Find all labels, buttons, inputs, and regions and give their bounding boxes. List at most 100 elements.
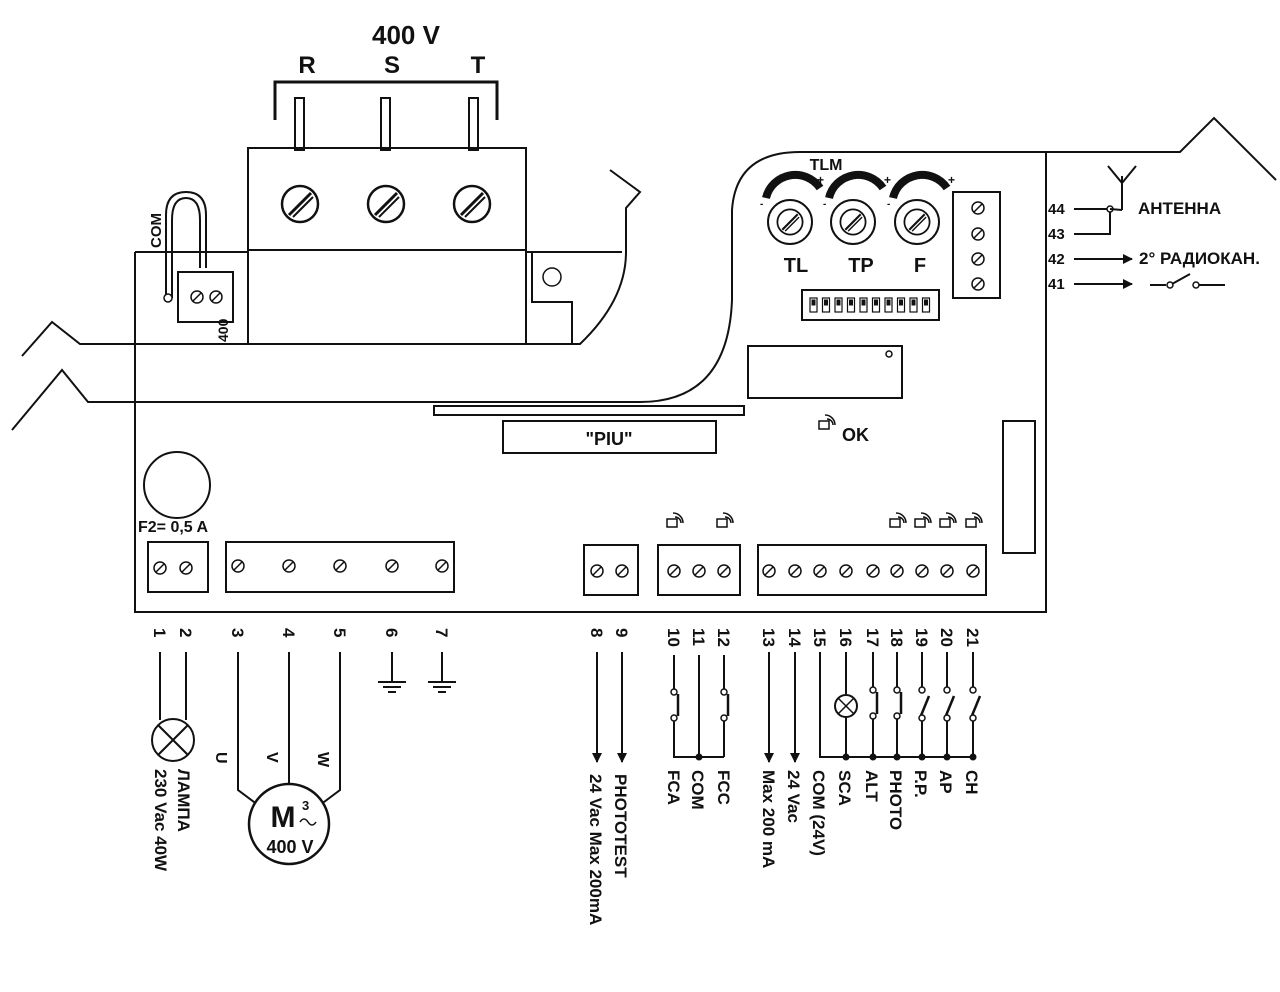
aux-spec-label: Max 200 mA <box>759 770 778 868</box>
status-led-icon <box>889 512 907 528</box>
trimmer-tp-label: TP <box>848 255 874 277</box>
phase-u-label: U <box>212 752 229 764</box>
terminal-screw <box>231 559 245 573</box>
input-wiring: COM (24V) SCA ALT PHOTO P.P. AP CH <box>809 652 982 856</box>
trimmer-f[interactable] <box>889 170 951 245</box>
lamp: ЛАМПА 230 Vac 40W <box>151 652 195 872</box>
terminal-41-label: 41 <box>1048 276 1065 293</box>
terminal-number: 12 <box>714 628 733 647</box>
terminal-42-label: 42 <box>1048 251 1065 268</box>
svg-text:-: - <box>823 199 826 210</box>
svg-text:-: - <box>760 199 763 210</box>
terminal-screw <box>966 564 980 578</box>
phase-r-label: R <box>298 52 315 79</box>
svg-text:+: + <box>948 173 955 187</box>
terminal-number: 4 <box>279 628 298 638</box>
terminal-number: 5 <box>330 628 349 637</box>
phase-t-label: T <box>471 52 486 79</box>
terminal-screw <box>615 564 629 578</box>
control-board-outline <box>11 116 1277 613</box>
input-ap-label: AP <box>936 770 955 794</box>
terminal-number: 19 <box>912 628 931 647</box>
terminal-screw <box>385 559 399 573</box>
fuse: F2= 0,5 A <box>138 451 211 536</box>
terminal-screw <box>692 564 706 578</box>
input-com24-label: COM (24V) <box>809 770 828 856</box>
terminal-screw <box>866 564 880 578</box>
svg-text:+: + <box>884 173 891 187</box>
aux-voltage-label: 24 Vac <box>784 770 803 823</box>
terminal-screw <box>435 559 449 573</box>
tlm-label: TLM <box>810 157 843 174</box>
motor-voltage: 400 V <box>266 837 313 857</box>
terminal-screw <box>717 564 731 578</box>
radio-module <box>747 345 903 399</box>
antenna-wiring: 44 43 42 41 АНТЕННА 2° РАДИОКАН. <box>1048 165 1260 293</box>
limit-fca-label: FCA <box>664 770 683 805</box>
input-ch-label: CH <box>962 770 981 795</box>
terminal-number: 10 <box>664 628 683 647</box>
trimmer-f-label: F <box>914 255 926 277</box>
phase-s-label: S <box>384 52 400 79</box>
terminal-number: 18 <box>887 628 906 647</box>
terminal-number: 11 <box>689 628 708 646</box>
antenna-label: АНТЕННА <box>1138 199 1221 218</box>
terminal-43-label: 43 <box>1048 226 1065 243</box>
svg-text:-: - <box>887 199 890 210</box>
input-sca-label: SCA <box>835 770 854 806</box>
jumper-400-label: 400 <box>215 318 231 342</box>
radio-terminal-block <box>952 191 1001 299</box>
terminal-number: 21 <box>963 628 982 647</box>
limit-switches: FCA COM FCC <box>664 655 733 810</box>
terminal-number: 3 <box>228 628 247 637</box>
terminal-screw <box>762 564 776 578</box>
terminal-number: 16 <box>836 628 855 647</box>
radio-channel2-label: 2° РАДИОКАН. <box>1139 249 1260 268</box>
terminal-number: 15 <box>810 628 829 647</box>
status-led-icon <box>666 512 684 528</box>
terminal-screw <box>179 561 193 575</box>
trimmer-tl-label: TL <box>784 255 808 277</box>
terminal-number: 1 <box>150 628 169 637</box>
terminal-number: 9 <box>612 628 631 637</box>
status-led-icon <box>965 512 983 528</box>
power-terminal-block: 400 V R S T <box>247 20 527 345</box>
terminal-screw <box>333 559 347 573</box>
phototest-label: PHOTOTEST <box>611 774 630 878</box>
piu-label: "PIU" <box>585 429 632 449</box>
status-led-icon <box>716 512 734 528</box>
ok-label: OK <box>842 425 869 445</box>
input-pp-label: P.P. <box>911 770 930 798</box>
terminal-screw <box>667 564 681 578</box>
phototest-output: PHOTOTEST 24 Vac Max 200mA <box>586 652 630 925</box>
terminal-screw <box>590 564 604 578</box>
motor-label: M <box>271 801 296 834</box>
terminal-screw <box>788 564 802 578</box>
status-led-icon <box>914 512 932 528</box>
svg-text:+: + <box>817 173 824 187</box>
terminal-screw <box>282 559 296 573</box>
trimmer-tl[interactable] <box>762 170 824 245</box>
terminal-number: 20 <box>937 628 956 647</box>
dip-switch[interactable] <box>801 289 940 321</box>
terminal-number: 2 <box>176 628 195 637</box>
terminal-number: 13 <box>759 628 778 647</box>
input-alt-label: ALT <box>862 770 881 802</box>
terminal-block-phototest <box>583 544 639 596</box>
terminal-screw <box>940 564 954 578</box>
ground-7 <box>428 652 456 693</box>
trimmer-tp[interactable] <box>825 170 887 245</box>
side-relay <box>1002 420 1036 554</box>
lamp-spec: 230 Vac 40W <box>151 769 170 872</box>
status-led-icon <box>939 512 957 528</box>
terminal-screw <box>915 564 929 578</box>
terminal-screw <box>839 564 853 578</box>
motor-phase-count: 3 <box>302 798 309 813</box>
supply-voltage-label: 400 V <box>372 20 441 50</box>
motor: M 3 400 V U V W <box>212 652 341 866</box>
input-photo-label: PHOTO <box>886 770 905 830</box>
ground-6 <box>378 652 406 693</box>
fuse-label: F2= 0,5 A <box>138 519 209 536</box>
